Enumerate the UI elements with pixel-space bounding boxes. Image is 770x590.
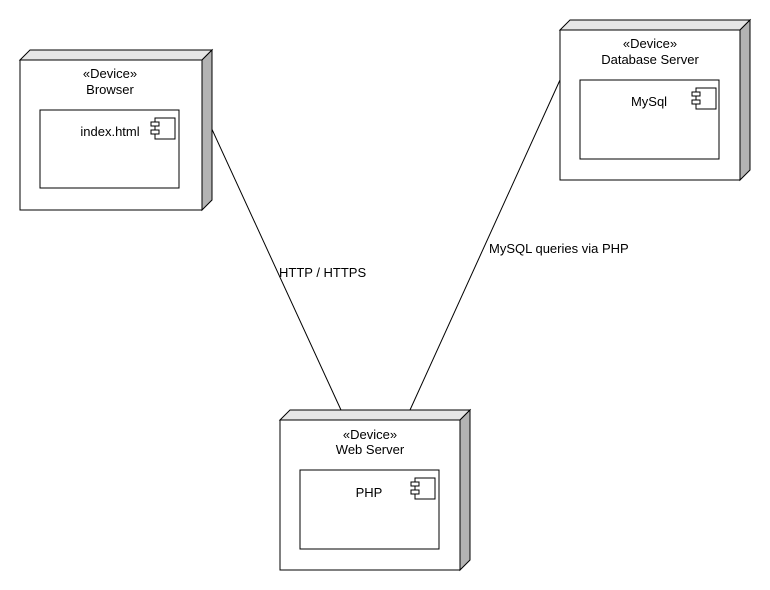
node-webserver-side-face <box>459 408 471 572</box>
component-icon <box>691 87 717 110</box>
node-browser-top-face <box>18 49 214 61</box>
node-database-top-face <box>558 19 752 31</box>
node-webserver-stereotype: «Device» <box>343 427 397 442</box>
node-browser-name: Browser <box>86 82 134 97</box>
node-webserver-top-face <box>278 409 472 421</box>
component-index-html-label: index.html <box>80 124 139 139</box>
component-php[interactable]: PHP <box>299 469 440 550</box>
connection-label-http: HTTP / HTTPS <box>279 265 366 280</box>
node-database-stereotype: «Device» <box>623 36 677 51</box>
component-icon <box>410 477 436 500</box>
node-database-side-face <box>739 18 751 182</box>
component-php-label: PHP <box>356 485 383 500</box>
node-browser[interactable]: «Device» Browser index.html <box>18 48 214 212</box>
node-browser-side-face <box>201 48 213 212</box>
component-mysql[interactable]: MySql <box>579 79 720 160</box>
node-browser-stereotype: «Device» <box>83 66 137 81</box>
component-icon <box>150 117 176 140</box>
node-webserver-name: Web Server <box>336 442 405 457</box>
connection-label-mysql: MySQL queries via PHP <box>489 241 629 256</box>
node-database-name: Database Server <box>601 52 699 67</box>
component-mysql-label: MySql <box>631 94 667 109</box>
connection-database-webserver <box>409 79 561 411</box>
node-database-server[interactable]: «Device» Database Server MySql <box>558 18 752 182</box>
connection-browser-webserver <box>209 124 342 411</box>
node-web-server[interactable]: «Device» Web Server PHP <box>278 408 472 572</box>
component-index-html[interactable]: index.html <box>39 109 180 189</box>
